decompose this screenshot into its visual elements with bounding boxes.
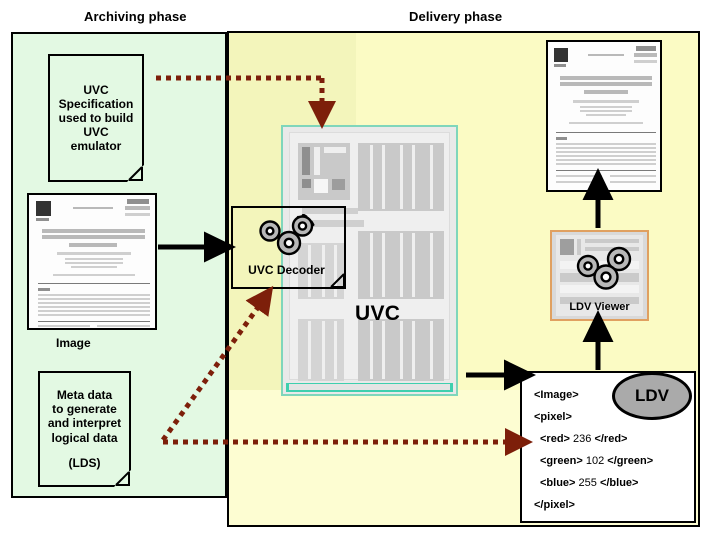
uvc-decoder-note: UVC Decoder — [231, 206, 346, 289]
xml-row-5: </pixel> — [534, 499, 575, 511]
gears-icon — [259, 214, 315, 256]
uvc-spec-line-3: UVC — [83, 125, 109, 140]
source-image-document-thumbnail — [27, 193, 157, 330]
uvc-specification-note: UVC Specification used to build UVC emul… — [48, 54, 144, 182]
xml-row-0: <Image> — [534, 389, 579, 401]
uvc-spec-line-0: UVC — [83, 82, 109, 97]
meta-line-0: Meta data — [56, 388, 113, 403]
server-chassis — [289, 132, 450, 381]
xml-open-2: <red> — [540, 433, 570, 445]
ldv-badge: LDV — [612, 372, 692, 420]
uvc-server-rack — [281, 125, 458, 396]
meta-line-1: to generate — [52, 402, 117, 417]
image-caption: Image — [56, 336, 91, 350]
delivery-phase-title: Delivery phase — [409, 9, 503, 24]
ldv-viewer-window[interactable]: LDV Viewer — [550, 230, 649, 321]
xml-close-2: </red> — [594, 433, 628, 445]
folded-corner-icon — [330, 273, 345, 288]
xml-close-3: </green> — [607, 455, 654, 467]
meta-line-3: logical data — [51, 430, 118, 445]
xml-close-4: </blue> — [599, 477, 639, 489]
ldv-xml-sample-box: <Image> <pixel> <red> 236 </red> <green>… — [520, 371, 696, 523]
meta-abbrev: (LDS) — [68, 455, 101, 470]
xml-value-4: 255 — [578, 477, 597, 489]
uvc-spec-line-4: emulator — [70, 139, 122, 154]
uvc-spec-line-1: Specification — [58, 96, 134, 111]
uvc-spec-line-2: used to build — [58, 110, 134, 125]
folded-corner-icon — [114, 470, 131, 487]
xml-open-3: <green> — [540, 455, 583, 467]
xml-row-4: <blue> 255 </blue> — [540, 477, 638, 489]
gears-icon — [576, 246, 632, 290]
xml-value-2: 236 — [573, 433, 592, 445]
ldv-viewer-label: LDV Viewer — [569, 301, 630, 313]
xml-open-0: <Image> — [534, 389, 579, 401]
xml-open-4: <blue> — [540, 477, 576, 489]
xml-open-5: </pixel> — [534, 499, 575, 511]
xml-row-1: <pixel> — [534, 411, 572, 423]
archiving-phase-title: Archiving phase — [84, 9, 187, 24]
xml-row-2: <red> 236 </red> — [540, 433, 627, 445]
server-base-highlight — [289, 384, 450, 390]
xml-value-3: 102 — [585, 455, 605, 467]
meta-line-2: and interpret — [47, 416, 122, 431]
folded-corner-icon — [127, 165, 144, 182]
meta-data-note: Meta data to generate and interpret logi… — [38, 371, 131, 487]
delivered-document-thumbnail — [546, 40, 662, 192]
uvc-server-label: UVC — [355, 302, 401, 325]
uvc-decoder-label: UVC Decoder — [248, 262, 325, 277]
xml-row-3: <green> 102 </green> — [540, 455, 653, 467]
xml-open-1: <pixel> — [534, 411, 572, 423]
